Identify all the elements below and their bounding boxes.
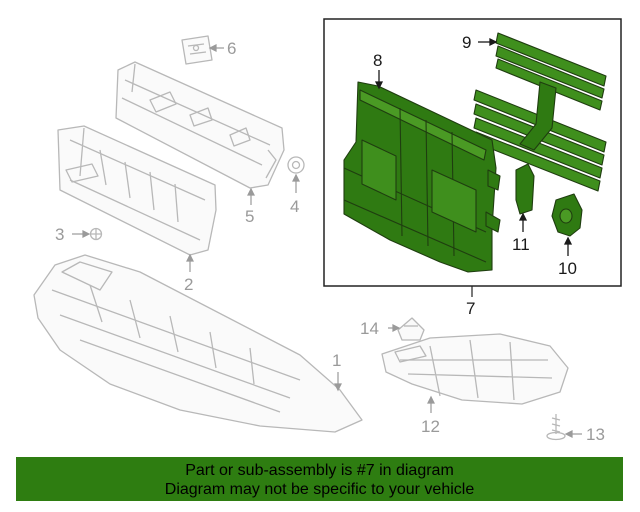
callout-12: 12 [421, 417, 440, 436]
info-banner: Part or sub-assembly is #7 in diagram Di… [16, 457, 623, 501]
callout-14: 14 [360, 319, 379, 338]
part-12-splash-shield [381, 333, 569, 405]
part-1-undertray [33, 254, 363, 433]
part-14-clip [397, 317, 425, 341]
callout-2: 2 [184, 275, 194, 294]
part-9-grille-shutter [473, 32, 607, 192]
part-11-bracket [515, 163, 535, 215]
callout-13: 13 [586, 425, 605, 444]
parts-diagram [33, 18, 622, 441]
callout-9: 9 [462, 33, 472, 52]
banner-line-2: Diagram may not be specific to your vehi… [164, 481, 475, 498]
callout-6: 6 [227, 39, 237, 58]
part-2-lower-deflector [57, 125, 217, 256]
part-5-upper-deflector [115, 61, 285, 189]
part-4-clip [287, 156, 305, 174]
part-13-bolt [546, 414, 566, 441]
callout-7: 7 [466, 299, 476, 318]
part-6-bracket [181, 35, 213, 65]
callout-5: 5 [245, 207, 255, 226]
callout-1: 1 [332, 351, 342, 370]
callout-11: 11 [512, 235, 530, 254]
callout-10: 10 [558, 259, 577, 278]
part-3-bolt [89, 227, 103, 241]
banner-line-1: Part or sub-assembly is #7 in diagram [185, 462, 454, 479]
callout-8: 8 [373, 51, 383, 70]
callout-4: 4 [290, 197, 300, 216]
part-10-actuator [551, 193, 583, 237]
part-8-air-guide [343, 81, 501, 273]
callout-3: 3 [55, 225, 65, 244]
